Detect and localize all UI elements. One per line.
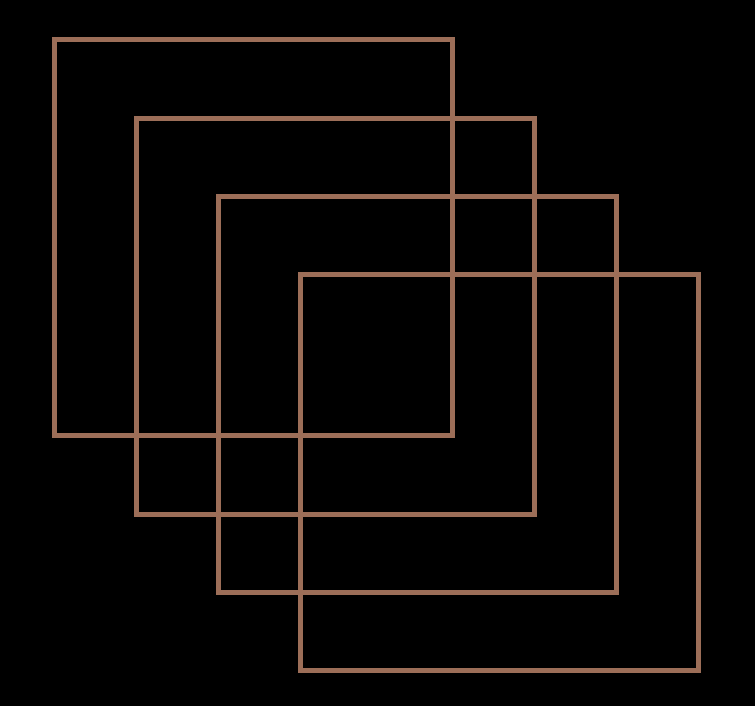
outlined-square-2 [134, 116, 537, 517]
outlined-square-1 [52, 37, 455, 438]
outlined-square-4 [298, 272, 701, 673]
outlined-square-3 [216, 194, 619, 595]
